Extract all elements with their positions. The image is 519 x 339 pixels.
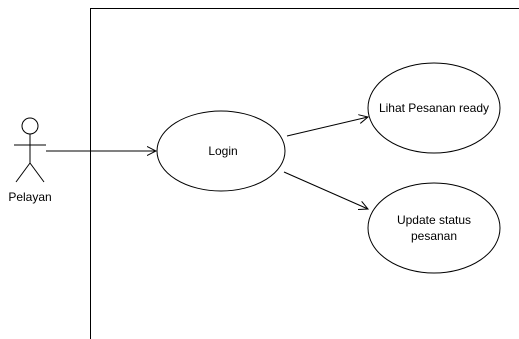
association-login-lihat-pesanan [286,117,368,137]
use-case-update-status-line1: Update status [397,213,471,227]
use-case-login-label: Login [208,144,237,158]
system-boundary [90,8,519,339]
association-login-update-status [283,171,368,209]
actor-stick-figure-icon [14,117,46,183]
actor-right-leg [29,162,45,183]
use-case-lihat-pesanan-ready[interactable] [367,62,501,154]
use-case-lihat-pesanan-ready-label: Lihat Pesanan ready [379,101,489,115]
use-case-update-status-pesanan[interactable] [367,182,501,274]
actor-name-label: Pelayan [8,190,51,204]
use-case-update-status-line2: pesanan [411,229,457,243]
actor-head [21,117,39,135]
use-case-login[interactable] [156,110,286,192]
actor-left-leg [15,162,31,183]
